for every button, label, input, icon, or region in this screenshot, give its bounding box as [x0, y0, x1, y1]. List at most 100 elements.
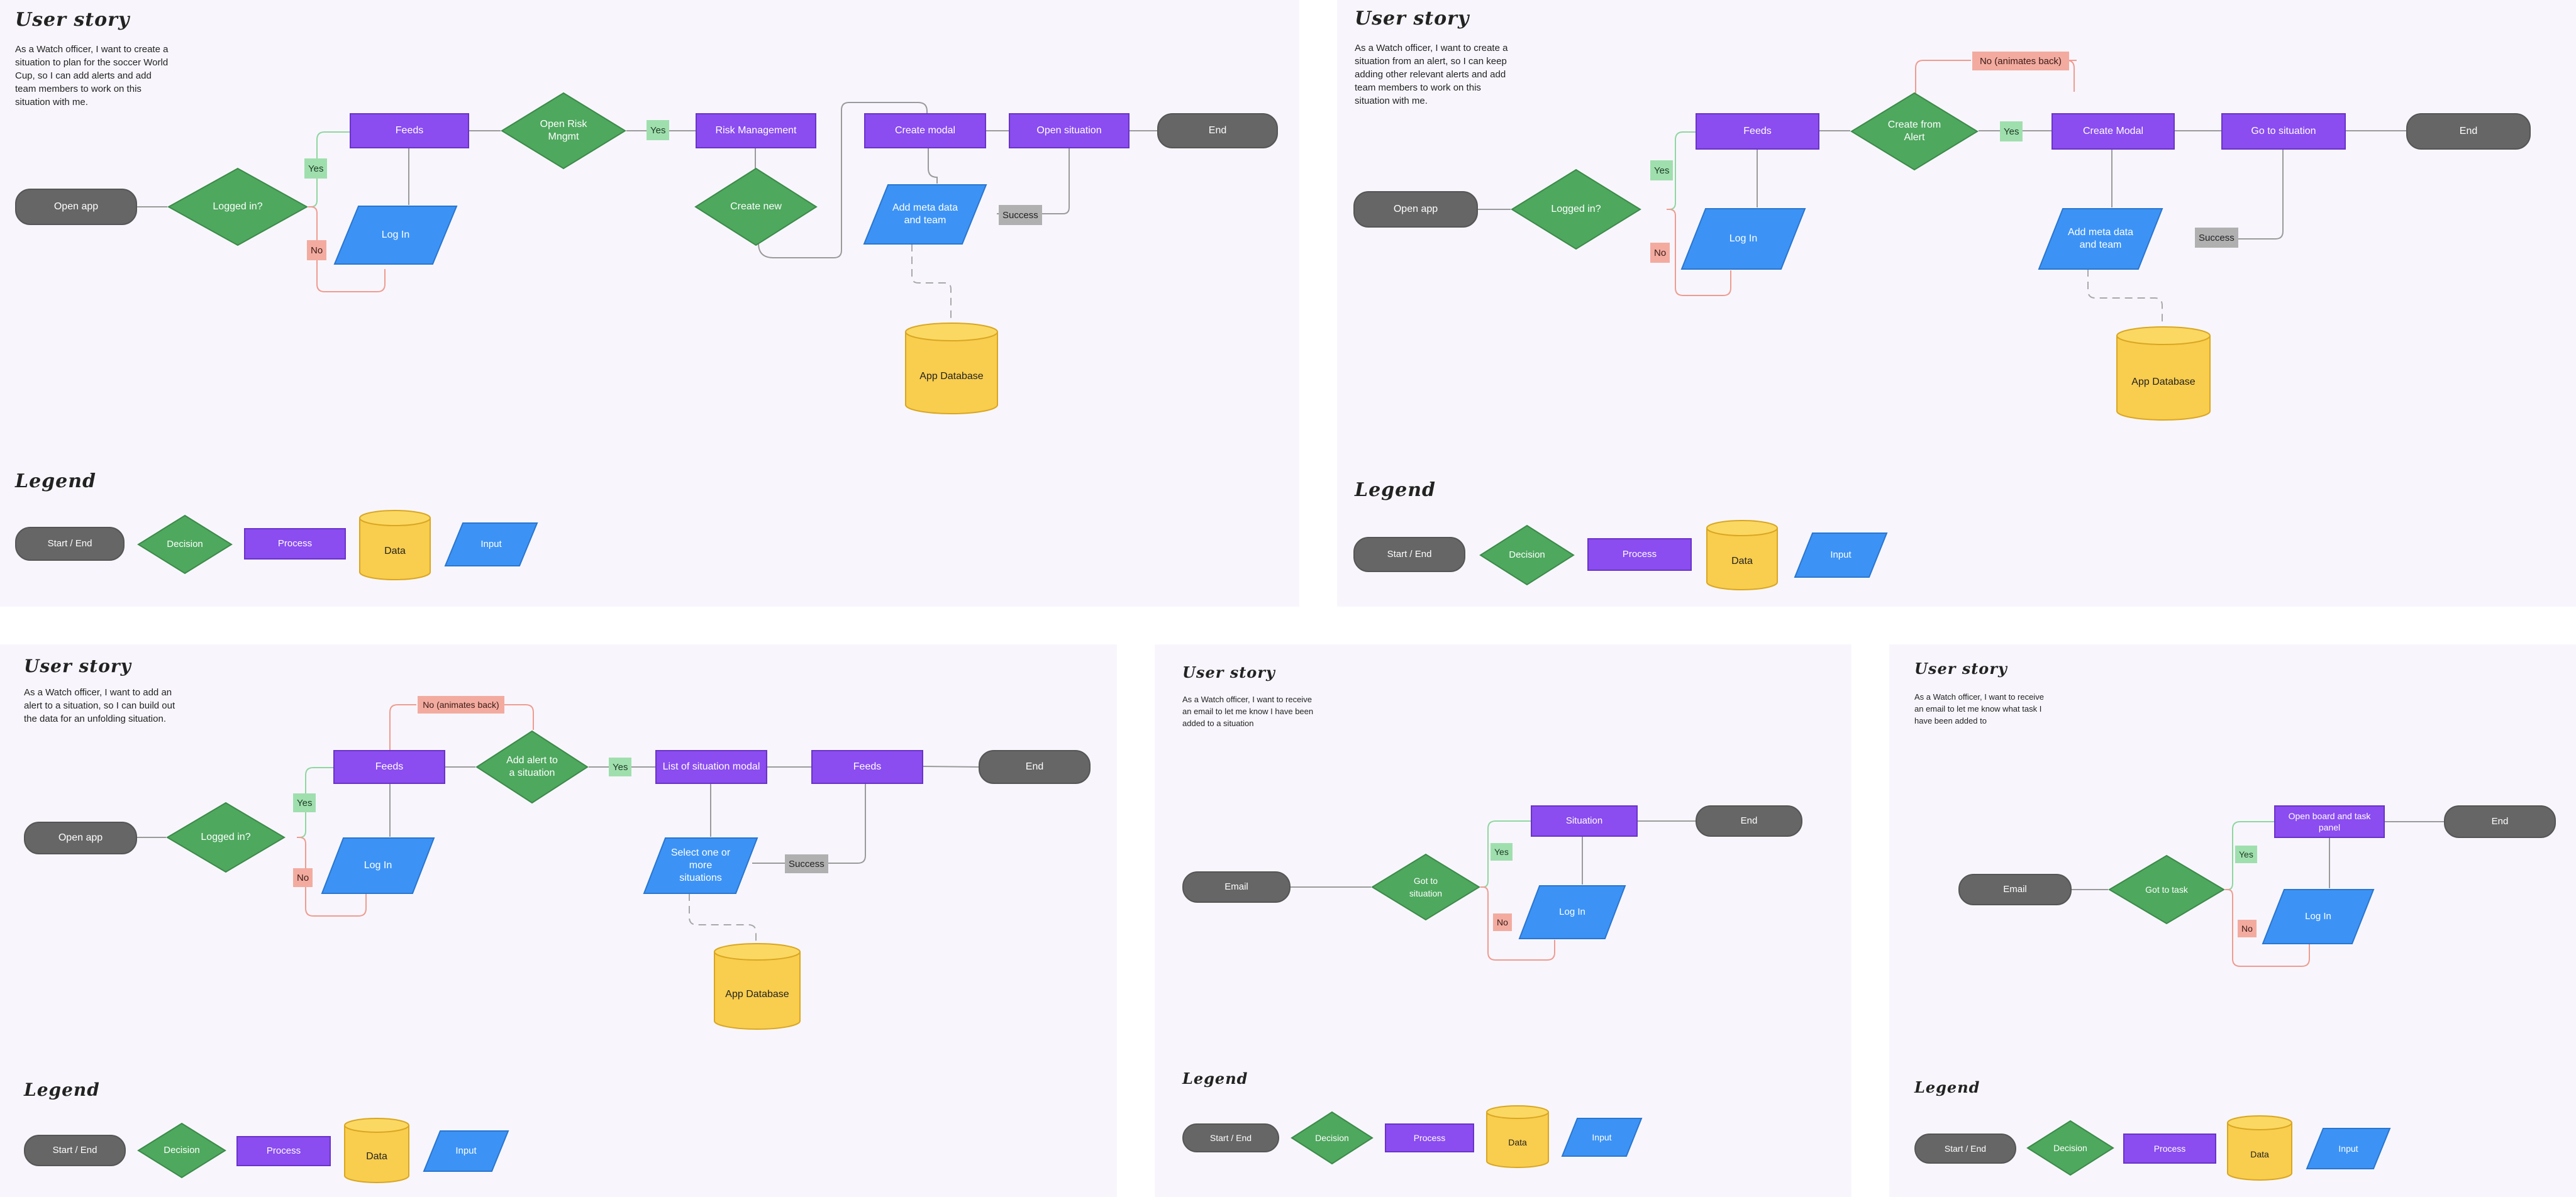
- success-tag: Success: [2195, 228, 2238, 248]
- feeds-process[interactable]: Feeds: [350, 113, 469, 148]
- diamond-shape: [1371, 853, 1480, 921]
- log-in-input[interactable]: Log In: [1680, 207, 1806, 270]
- legend-heading: Legend: [15, 470, 97, 492]
- diamond-shape: [1511, 168, 1641, 250]
- legend-process: Process: [1385, 1123, 1474, 1152]
- legend-label: Data: [384, 546, 406, 557]
- legend-label: Input: [1830, 549, 1852, 560]
- legend-start-end: Start / End: [24, 1135, 126, 1166]
- user-story-text: As a Watch officer, I want to create a s…: [1355, 43, 1508, 106]
- user-story-text: As a Watch officer, I want to receive an…: [1182, 695, 1314, 728]
- parallelogram-shape: [1794, 532, 1888, 578]
- parallelogram-shape: [444, 522, 538, 566]
- add-meta-input[interactable]: Add meta data and team: [2038, 207, 2163, 270]
- legend-start-end: Start / End: [1914, 1134, 2016, 1164]
- end-node[interactable]: End: [1696, 805, 1802, 837]
- add-alert-decision[interactable]: Add alert to a situation: [475, 730, 589, 804]
- user-story-heading: User story: [24, 656, 131, 676]
- user-story-text: As a Watch officer, I want to receive an…: [1914, 692, 2044, 725]
- open-risk-decision[interactable]: Open Risk Mngmt: [501, 92, 626, 170]
- legend-data: Data: [343, 1117, 410, 1184]
- end-node[interactable]: End: [2444, 805, 2556, 838]
- board-add-alert: User story As a Watch officer, I want to…: [0, 644, 1117, 1197]
- create-from-alert-decision[interactable]: Create from Alert: [1850, 92, 1979, 171]
- decision-label: Logged in?: [1551, 204, 1601, 214]
- decision-label: Add alert to a situation: [506, 755, 558, 778]
- feeds-process-2[interactable]: Feeds: [811, 750, 923, 784]
- user-story-text: As a Watch officer, I want to create a s…: [15, 44, 169, 108]
- select-situations-input[interactable]: Select one or more situations: [643, 837, 758, 895]
- yes-tag: Yes: [1650, 160, 1674, 180]
- yes-tag: Yes: [2000, 121, 2023, 141]
- create-modal-process[interactable]: Create modal: [864, 113, 986, 148]
- diamond-shape: [501, 92, 626, 170]
- got-to-situation-decision[interactable]: Got to situation: [1371, 853, 1480, 921]
- got-to-task-decision[interactable]: Got to task: [2108, 854, 2225, 925]
- legend-start-end: Start / End: [1182, 1123, 1279, 1152]
- legend-label: Input: [2338, 1144, 2358, 1154]
- logged-in-decision[interactable]: Logged in?: [1511, 168, 1641, 250]
- legend-decision: Decision: [1479, 524, 1575, 586]
- logged-in-decision[interactable]: Logged in?: [167, 167, 308, 246]
- cylinder-shape: [359, 510, 431, 580]
- parallelogram-shape: [333, 206, 458, 265]
- legend-label: Data: [1731, 556, 1753, 567]
- feeds-process[interactable]: Feeds: [1696, 113, 1819, 150]
- legend-label: Decision: [2053, 1143, 2087, 1153]
- logged-in-decision[interactable]: Logged in?: [166, 802, 286, 873]
- diamond-shape: [2026, 1120, 2114, 1176]
- log-in-input[interactable]: Log In: [321, 837, 435, 895]
- yes-tag: Yes: [2235, 846, 2257, 863]
- app-database: App Database: [713, 942, 801, 1030]
- cylinder-shape: [905, 323, 998, 414]
- diamond-shape: [137, 1122, 226, 1179]
- data-label: App Database: [2131, 376, 2196, 387]
- user-story-heading: User story: [1182, 663, 1275, 681]
- legend-data: Data: [1485, 1105, 1550, 1169]
- open-board-task-panel-process[interactable]: Open board and task panel: [2274, 805, 2385, 838]
- no-tag: No: [2238, 920, 2257, 937]
- create-new-decision[interactable]: Create new: [694, 167, 818, 246]
- diamond-shape: [1479, 524, 1575, 586]
- diamond-shape: [166, 802, 286, 873]
- log-in-input[interactable]: Log In: [2262, 888, 2375, 945]
- diamond-shape: [1291, 1111, 1374, 1165]
- end-node[interactable]: End: [979, 750, 1091, 784]
- input-label: Add meta data and team: [2067, 227, 2134, 250]
- cylinder-shape: [714, 943, 801, 1030]
- end-node[interactable]: End: [2406, 113, 2531, 150]
- list-situation-modal-process[interactable]: List of situation modal: [655, 750, 767, 784]
- situation-process[interactable]: Situation: [1531, 805, 1638, 837]
- log-in-input[interactable]: Log In: [333, 205, 458, 265]
- parallelogram-shape: [423, 1130, 509, 1172]
- input-label: Log In: [364, 860, 392, 871]
- legend-label: Data: [2250, 1149, 2269, 1159]
- legend-process: Process: [244, 528, 346, 560]
- legend-process: Process: [2123, 1134, 2216, 1164]
- go-to-situation-process[interactable]: Go to situation: [2221, 113, 2346, 150]
- end-node[interactable]: End: [1157, 113, 1278, 148]
- open-situation-process[interactable]: Open situation: [1009, 113, 1130, 148]
- email-node[interactable]: Email: [1958, 874, 2072, 905]
- create-modal-process[interactable]: Create Modal: [2051, 113, 2175, 150]
- open-app-node[interactable]: Open app: [15, 189, 137, 225]
- open-app-node[interactable]: Open app: [24, 822, 137, 854]
- log-in-input[interactable]: Log In: [1518, 885, 1626, 940]
- legend-input: Input: [1561, 1117, 1643, 1157]
- diamond-shape: [694, 167, 818, 246]
- parallelogram-shape: [643, 837, 758, 894]
- legend-label: Decision: [167, 539, 203, 549]
- parallelogram-shape: [863, 184, 987, 245]
- risk-management-process[interactable]: Risk Management: [696, 113, 816, 148]
- legend-label: Input: [455, 1145, 477, 1156]
- add-meta-input[interactable]: Add meta data and team: [863, 184, 987, 245]
- email-node[interactable]: Email: [1182, 871, 1291, 903]
- diamond-shape: [167, 167, 308, 246]
- open-app-node[interactable]: Open app: [1353, 191, 1478, 228]
- cylinder-shape: [1706, 520, 1778, 590]
- legend-start-end: Start / End: [15, 527, 125, 561]
- data-label: App Database: [919, 371, 984, 382]
- board-situation-from-alert: User story As a Watch officer, I want to…: [1337, 0, 2576, 607]
- diamond-shape: [1850, 92, 1979, 171]
- feeds-process[interactable]: Feeds: [333, 750, 445, 784]
